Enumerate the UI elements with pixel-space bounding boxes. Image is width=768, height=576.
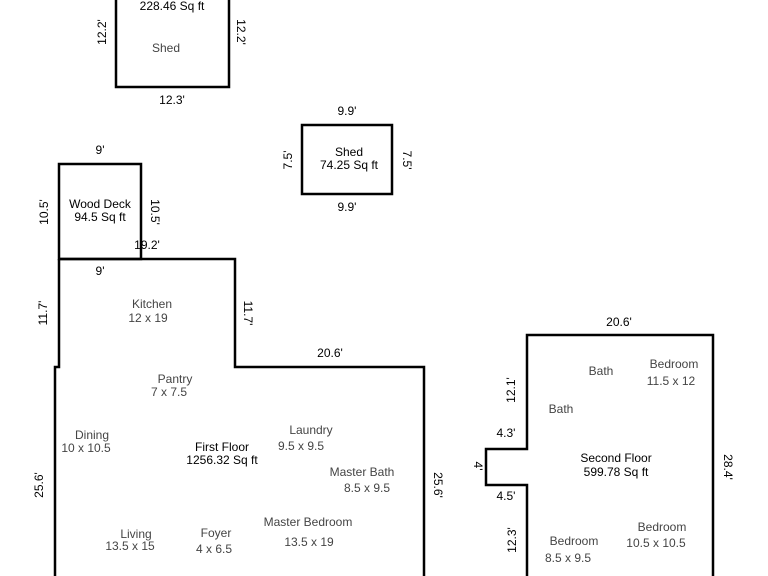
- room-bedroom-sw-size: 8.5 x 9.5: [545, 551, 591, 565]
- first-floor-dim-mid-top: 20.6': [317, 346, 343, 360]
- shed-small-dim-top: 9.9': [338, 104, 357, 118]
- room-kitchen-name: Kitchen: [132, 297, 172, 311]
- second-floor-dim-left-upper: 12.1': [504, 377, 518, 403]
- second-floor-dim-notch-bottom: 4.5': [497, 489, 516, 503]
- room-dining-size: 10 x 10.5: [61, 441, 111, 455]
- wood-deck-dim-top: 9': [96, 143, 105, 157]
- shed-large-outline: [114, 0, 231, 89]
- room-master-bedroom-size: 13.5 x 19: [284, 535, 334, 549]
- shed-small-area: 74.25 Sq ft: [320, 158, 379, 172]
- first-floor-dim-right-upper: 11.7': [241, 301, 255, 326]
- wood-deck-area: 94.5 Sq ft: [74, 210, 126, 224]
- first-floor-dim-right-lower: 25.6': [431, 472, 445, 498]
- second-floor-label: Second Floor: [580, 451, 651, 465]
- first-floor-dim-left-upper: 11.7': [36, 301, 50, 326]
- room-pantry-size: 7 x 7.5: [151, 385, 187, 399]
- room-bath-lower-name: Bath: [549, 402, 574, 416]
- shed-small-dim-right: 7.5': [400, 151, 414, 170]
- room-laundry-size: 9.5 x 9.5: [278, 439, 324, 453]
- room-bath-upper-name: Bath: [589, 364, 614, 378]
- wood-deck-dim-left: 10.5': [37, 199, 51, 225]
- first-floor-wall-left: [53, 259, 61, 576]
- room-master-bath-name: Master Bath: [330, 465, 395, 479]
- room-bedroom-ne-name: Bedroom: [650, 357, 699, 371]
- room-master-bath-size: 8.5 x 9.5: [344, 481, 390, 495]
- shed-large-label: Shed: [152, 41, 180, 55]
- room-master-bedroom-name: Master Bedroom: [264, 515, 353, 529]
- shed-large-dim-right: 12.2': [234, 19, 248, 45]
- room-laundry-name: Laundry: [289, 423, 332, 437]
- first-floor-area: 1256.32 Sq ft: [186, 453, 258, 467]
- room-bedroom-se-name: Bedroom: [638, 520, 687, 534]
- first-floor-dim-deck-edge: 19.2': [134, 238, 160, 252]
- room-bedroom-sw-name: Bedroom: [550, 534, 599, 548]
- shed-small-outline: [300, 123, 394, 196]
- wood-deck-label: Wood Deck: [69, 197, 132, 211]
- shed-large-area: 228.46 Sq ft: [140, 0, 205, 13]
- room-bedroom-ne-size: 11.5 x 12: [647, 374, 696, 388]
- shed-small-dim-left: 7.5': [281, 151, 295, 170]
- second-floor-dim-notch-top: 4.3': [497, 426, 516, 440]
- second-floor-dim-right: 28.4': [721, 454, 735, 480]
- room-kitchen-size: 12 x 19: [128, 311, 168, 325]
- room-bedroom-se-size: 10.5 x 10.5: [626, 536, 686, 550]
- room-dining-name: Dining: [75, 428, 109, 442]
- second-floor-area: 599.78 Sq ft: [584, 465, 649, 479]
- wood-deck-dim-right: 10.5': [148, 199, 162, 225]
- second-floor-outline: [484, 333, 715, 576]
- first-floor-dim-left-lower: 25.6': [32, 472, 46, 498]
- room-foyer-name: Foyer: [201, 526, 232, 540]
- first-floor-wall-right: [59, 257, 426, 576]
- second-floor-dim-top: 20.6': [606, 315, 632, 329]
- room-pantry-name: Pantry: [158, 372, 193, 386]
- room-living-size: 13.5 x 15: [105, 539, 155, 553]
- shed-large-dim-left: 12.2': [95, 19, 109, 45]
- room-foyer-size: 4 x 6.5: [196, 542, 232, 556]
- first-floor-dim-top: 9': [96, 264, 105, 278]
- first-floor-label: First Floor: [195, 440, 249, 454]
- second-floor-dim-notch-side: 4': [471, 462, 485, 471]
- room-living-name: Living: [120, 527, 151, 541]
- shed-large-dim-bottom: 12.3': [159, 93, 185, 107]
- second-floor-dim-left-lower: 12.3': [505, 527, 519, 553]
- shed-small-dim-bottom: 9.9': [338, 200, 357, 214]
- shed-small-label: Shed: [335, 145, 363, 159]
